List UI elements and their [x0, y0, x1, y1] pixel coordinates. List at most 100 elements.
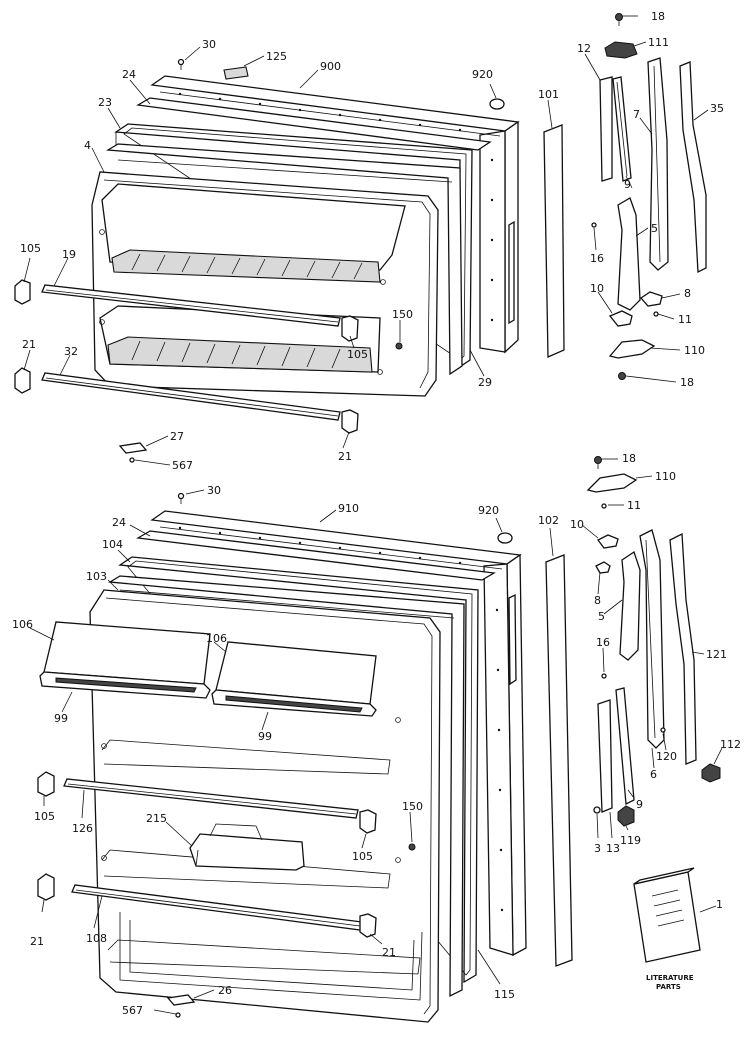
callout-11: 11: [678, 313, 692, 326]
callout-115: 115: [494, 988, 515, 1001]
hinge-pin-5-lower: [619, 550, 641, 661]
callout-126: 126: [72, 822, 93, 835]
callout-121: 121: [706, 648, 727, 661]
door-panel-holes: [178, 92, 494, 322]
callout-119: 119: [620, 834, 641, 847]
screw-18-lower-top: [594, 456, 602, 464]
callout-24-lower: 24: [112, 516, 126, 529]
hinge-cover-121: [669, 532, 697, 765]
door-liner-4: [91, 171, 439, 397]
callout-21-lower-bar: 21: [382, 946, 396, 959]
callout-110: 110: [684, 344, 705, 357]
upper-shelf-ribs: [131, 253, 363, 280]
cam-10: [608, 310, 633, 327]
callout-8-lower: 8: [594, 594, 601, 607]
callout-9-lower: 9: [636, 798, 643, 811]
door-frame-115: [107, 575, 465, 998]
callout-8: 8: [684, 287, 691, 300]
callout-105: 105: [20, 242, 41, 255]
callout-125: 125: [266, 50, 287, 63]
callout-11-lower: 11: [627, 499, 641, 512]
callout-120: 120: [656, 750, 677, 763]
lower-door-assembly: 18 110 30 11 910 920 24 10 102 104 103 8…: [12, 452, 741, 1023]
callout-110-lower: 110: [655, 470, 676, 483]
end-cap-105-left: [14, 279, 31, 305]
shelf-bar-32: [41, 372, 341, 421]
callout-150-lower: 150: [402, 800, 423, 813]
booklet-text-lines: [651, 889, 685, 927]
outer-door-panel-910: [150, 510, 527, 957]
callout-21: 21: [22, 338, 36, 351]
callout-215: 215: [146, 812, 167, 825]
upper-door-assembly: 18 111 12 30 125 900 920 24 101 7 35 23 …: [14, 10, 724, 472]
end-cap-21-left: [14, 367, 31, 394]
callout-106: 106: [12, 618, 33, 631]
door-panel-holes-lower: [178, 526, 504, 912]
hinge-cover-35: [679, 61, 707, 274]
callout-111: 111: [648, 36, 669, 49]
screw-18-upper-bottom: [618, 372, 626, 380]
screw-567-lower: [175, 1012, 181, 1018]
door-trim-24-lower: [136, 530, 496, 581]
hinge-110-upper: [608, 339, 656, 359]
callout-30-lower: 30: [207, 484, 221, 497]
screw-150: [395, 342, 403, 350]
screw-18-top: [615, 13, 623, 21]
strip-12-and-9: [599, 76, 632, 182]
stop-119: [617, 805, 635, 827]
callout-19: 19: [62, 248, 76, 261]
callout-10: 10: [590, 282, 604, 295]
callout-4: 4: [84, 139, 91, 152]
hole-plug-112: [701, 763, 721, 783]
callout-105-bar: 105: [347, 348, 368, 361]
callout-18: 18: [651, 10, 665, 23]
bracket-8: [640, 291, 663, 307]
outer-door-panel-900: [150, 75, 520, 354]
screw-150-lower: [408, 843, 416, 851]
shelf-bar-19: [41, 284, 341, 327]
screw-30-lower: [177, 492, 185, 500]
callout-920: 920: [472, 68, 493, 81]
callout-21-lower: 21: [30, 935, 44, 948]
callout-102: 102: [538, 514, 559, 527]
callout-32: 32: [64, 345, 78, 358]
hinge-pin-5-upper: [617, 197, 641, 311]
screw-16-lower: [601, 673, 607, 679]
callout-99-center: 99: [258, 730, 272, 743]
callout-30: 30: [202, 38, 216, 51]
literature-label-line2: PARTS: [656, 983, 681, 991]
callout-105-lower: 105: [34, 810, 55, 823]
butter-compartment-106-left: [39, 621, 211, 699]
literature-label-line1: LITERATURE: [646, 974, 694, 982]
bracket-8-lower: [595, 561, 611, 574]
callout-5-lower: 5: [598, 610, 605, 623]
callout-23: 23: [98, 96, 112, 109]
callout-10-lower: 10: [570, 518, 584, 531]
callouts-upper: 18 111 12 30 125 900 920 24 101 7 35 23 …: [20, 10, 724, 472]
callout-567-lower: 567: [122, 1004, 143, 1017]
callout-18-bottom: 18: [680, 376, 694, 389]
callout-920-lower: 920: [478, 504, 499, 517]
end-cap-21-lower-right: [359, 913, 377, 938]
stile-strip-101: [543, 124, 565, 358]
hinge-110-lower: [586, 473, 638, 493]
callout-104: 104: [102, 538, 123, 551]
callout-900: 900: [320, 60, 341, 73]
hinge-arm-6: [639, 529, 665, 749]
screw-16: [591, 222, 597, 228]
stile-strip-102: [545, 554, 573, 967]
cam-10-lower: [597, 534, 619, 549]
hinge-arm-7: [647, 57, 669, 271]
callout-106-center: 106: [206, 632, 227, 645]
end-cap-105-lower-left: [37, 771, 55, 797]
callout-3: 3: [594, 842, 601, 855]
callout-108: 108: [86, 932, 107, 945]
end-cap-105-right: [341, 315, 359, 342]
plug-920-lower: [497, 532, 513, 544]
callout-16: 16: [590, 252, 604, 265]
callout-105-lower-bar: 105: [352, 850, 373, 863]
callout-29: 29: [478, 376, 492, 389]
callout-99: 99: [54, 712, 68, 725]
literature-booklet: [633, 867, 701, 963]
